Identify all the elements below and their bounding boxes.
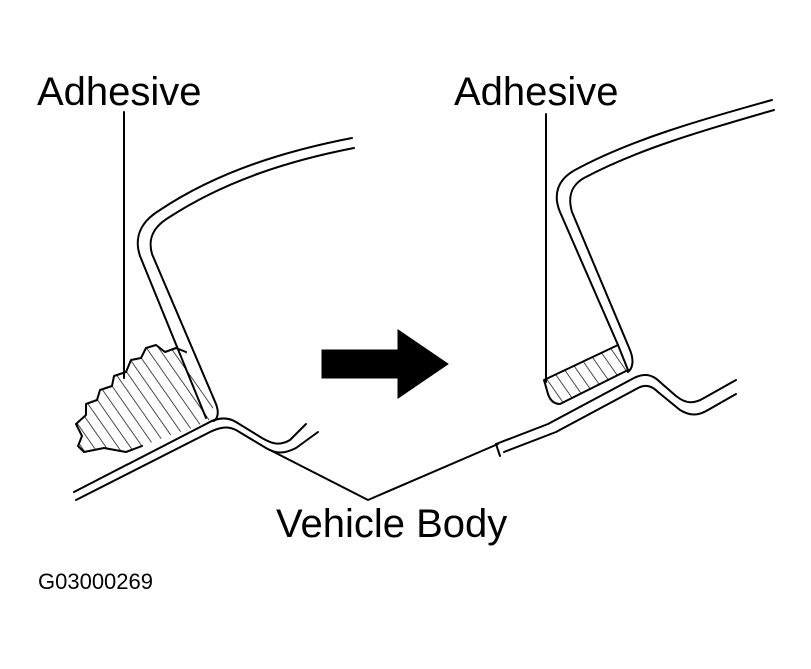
right-glass-inner bbox=[569, 109, 775, 373]
right-bead-outline bbox=[543, 344, 629, 405]
right-glass-outer bbox=[555, 99, 773, 346]
right-flange-lower bbox=[503, 384, 737, 453]
left-adhesive-bead bbox=[75, 344, 213, 453]
right-glass-profile bbox=[555, 99, 775, 373]
right-arrow-icon bbox=[321, 329, 449, 399]
left-bead-outline bbox=[75, 344, 187, 453]
adhesive-label-right: Adhesive bbox=[454, 70, 619, 114]
adhesive-label-left: Adhesive bbox=[37, 70, 202, 114]
vehicle-body-label: Vehicle Body bbox=[276, 502, 508, 546]
right-flange-upper bbox=[495, 373, 737, 445]
right-body-flange bbox=[495, 373, 737, 457]
vehicle-body-leader bbox=[269, 443, 499, 501]
right-flange-edge bbox=[495, 443, 501, 457]
left-flange-upper bbox=[73, 417, 307, 493]
left-glass-outer bbox=[136, 137, 353, 419]
left-glass-profile bbox=[136, 137, 355, 422]
left-flange-lower bbox=[75, 426, 319, 501]
left-body-flange bbox=[73, 417, 319, 501]
left-glass-inner bbox=[149, 147, 355, 422]
figure-code: G03000269 bbox=[38, 569, 153, 594]
